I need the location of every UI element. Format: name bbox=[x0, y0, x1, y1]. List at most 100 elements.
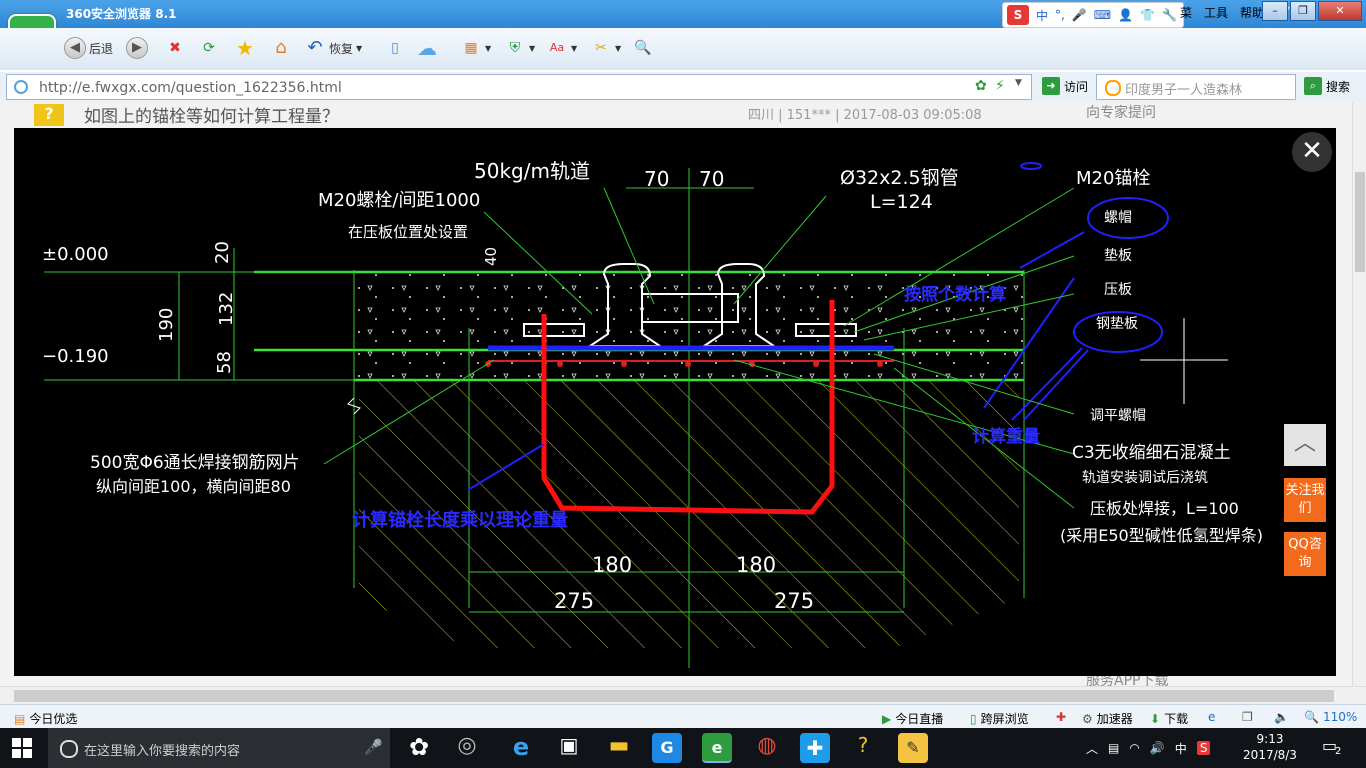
screenshot-button[interactable]: ✂▼ bbox=[590, 36, 621, 60]
accelerator-button[interactable]: ⚙ 加速器 bbox=[1082, 710, 1133, 727]
dim-132: 132 bbox=[216, 292, 237, 326]
download-button[interactable]: ⬇ 下载 bbox=[1150, 710, 1188, 727]
restore-button[interactable]: ↶ 恢复 ▼ bbox=[304, 36, 362, 60]
ask-expert-link[interactable]: 向专家提问 bbox=[1086, 105, 1156, 121]
volume-icon[interactable]: 🔊 bbox=[1149, 741, 1165, 755]
volume-button[interactable]: 🔈 bbox=[1274, 710, 1289, 724]
follow-us-button[interactable]: 关注我们 bbox=[1284, 478, 1326, 522]
go-arrow-icon: ➜ bbox=[1042, 77, 1060, 95]
sogou-tray-icon[interactable]: S bbox=[1196, 741, 1211, 755]
dim-40: 40 bbox=[482, 247, 500, 266]
bolt-note: 在压板位置处设置 bbox=[348, 223, 468, 241]
ie-mode-button[interactable]: e bbox=[1208, 710, 1215, 724]
ime-punct[interactable]: °, bbox=[1055, 8, 1065, 22]
annotation-weight: 计算重量 bbox=[972, 426, 1040, 447]
app-g-icon[interactable]: G bbox=[652, 733, 682, 763]
apps-button[interactable]: ▦▼ bbox=[460, 36, 491, 60]
back-arrow-icon: ◀ bbox=[64, 37, 86, 59]
phone-button[interactable]: ▯ bbox=[384, 36, 406, 60]
start-button-icon[interactable] bbox=[12, 738, 32, 758]
cloud-button[interactable]: ☁ bbox=[416, 36, 438, 60]
zoom-button[interactable]: 🔍 110% bbox=[1304, 710, 1357, 724]
mic-icon[interactable]: 🎤 bbox=[1071, 8, 1087, 22]
back-button[interactable]: ◀ 后退 bbox=[64, 36, 113, 60]
medical-icon: ✚ bbox=[1056, 710, 1067, 724]
tray-expand-icon[interactable]: ︿ bbox=[1086, 741, 1099, 756]
label-level-nut: 调平螺帽 bbox=[1090, 408, 1146, 424]
cortana-icon[interactable]: ◎ bbox=[457, 733, 477, 758]
close-window-button[interactable]: ✕ bbox=[1318, 1, 1362, 21]
find-button[interactable]: 🔍 bbox=[632, 36, 654, 60]
edge-icon[interactable]: e bbox=[512, 733, 530, 761]
back-to-top-button[interactable]: ︿ bbox=[1284, 424, 1326, 466]
close-lightbox-button[interactable]: ✕ bbox=[1292, 132, 1332, 172]
label-mesh: 500宽Φ6通长焊接钢筋网片 bbox=[90, 453, 300, 473]
ime-lang[interactable]: 中 bbox=[1036, 8, 1049, 23]
phone-icon: ▯ bbox=[391, 40, 399, 56]
stop-button[interactable]: ✖ bbox=[164, 36, 186, 60]
live-button[interactable]: ▶ 今日直播 bbox=[882, 710, 943, 727]
minimize-button[interactable]: – bbox=[1262, 1, 1288, 21]
clock-time: 9:13 bbox=[1256, 732, 1284, 746]
ime-toolbar[interactable]: S 中 °, 🎤 ⌨ 👤 👕 🔧 bbox=[1002, 2, 1184, 28]
explorer-icon[interactable]: ▬ bbox=[608, 733, 630, 758]
user-icon[interactable]: 👤 bbox=[1118, 8, 1134, 22]
store-icon[interactable]: ▣ bbox=[559, 733, 579, 757]
menu-item-help[interactable]: 帮助 bbox=[1240, 6, 1265, 20]
restore-label: 恢复 bbox=[329, 41, 354, 56]
windows-button[interactable]: ❐ bbox=[1242, 710, 1253, 724]
browser-360-icon[interactable]: e bbox=[702, 733, 732, 763]
go-button[interactable]: ➜ 访问 bbox=[1042, 77, 1088, 95]
taskbar-search-input[interactable]: 在这里输入你要搜索的内容 bbox=[48, 728, 390, 768]
wrench-icon[interactable]: 🔧 bbox=[1162, 8, 1177, 22]
notes-icon[interactable]: ✎ bbox=[898, 733, 928, 763]
go-label: 访问 bbox=[1064, 79, 1089, 94]
label-weld-note: (采用E50型碱性低氢型焊条) bbox=[1060, 526, 1263, 545]
cross-screen-button[interactable]: ▯ 跨屏浏览 bbox=[970, 710, 1029, 727]
microphone-icon[interactable]: 🎤 bbox=[364, 738, 383, 756]
wifi-icon[interactable]: ◠ bbox=[1129, 741, 1140, 755]
app-help-icon[interactable]: ? bbox=[857, 733, 869, 757]
favorite-button[interactable]: ★ bbox=[234, 36, 256, 60]
daily-picks-button[interactable]: ▤ 今日优选 bbox=[14, 710, 77, 727]
security-button[interactable]: ⛨▼ bbox=[504, 36, 535, 60]
horizontal-scrollbar[interactable] bbox=[0, 686, 1366, 704]
network-icon[interactable]: ▤ bbox=[1108, 741, 1120, 755]
qq-consult-button[interactable]: QQ咨询 bbox=[1284, 532, 1326, 576]
search-input[interactable]: 印度男子一人造森林 bbox=[1096, 74, 1296, 100]
menu-item-view[interactable]: 菜 bbox=[1180, 6, 1193, 20]
url-text[interactable]: http://e.fwxgx.com/question_1622356.html bbox=[39, 80, 342, 96]
daily-picks-label: 今日优选 bbox=[29, 712, 78, 726]
search-button[interactable]: ⌕ 搜索 bbox=[1304, 77, 1350, 95]
tray-lang[interactable]: 中 bbox=[1174, 741, 1187, 756]
chevron-down-icon: ▼ bbox=[615, 43, 622, 53]
address-bar[interactable]: http://e.fwxgx.com/question_1622356.html… bbox=[6, 74, 1032, 100]
translate-button[interactable]: Aa▼ bbox=[546, 36, 577, 60]
notification-icon[interactable]: ▭2 bbox=[1322, 736, 1342, 757]
download-label: 下载 bbox=[1164, 712, 1189, 726]
bookmark-button[interactable]: ✚ bbox=[1056, 710, 1066, 724]
vertical-scrollbar[interactable] bbox=[1352, 102, 1366, 686]
forward-button[interactable]: ▶ bbox=[126, 36, 148, 60]
shirt-icon[interactable]: 👕 bbox=[1140, 8, 1156, 22]
pipe-length: L=124 bbox=[870, 191, 933, 213]
refresh-button[interactable]: ⟳ bbox=[198, 36, 220, 60]
app-download-link[interactable]: 服务APP下载 bbox=[1086, 673, 1169, 689]
url-dropdown-icon[interactable]: ▼ bbox=[1015, 78, 1022, 88]
question-title[interactable]: 如图上的锚栓等如何计算工程量？ bbox=[84, 107, 339, 127]
keyboard-icon[interactable]: ⌨ bbox=[1093, 8, 1112, 22]
status-bar: ▤ 今日优选 ▶ 今日直播 ▯ 跨屏浏览 ✚ ⚙ 加速器 ⬇ 下载 e ❐ 🔈 … bbox=[0, 704, 1366, 728]
app-swirl-icon[interactable]: ◍ bbox=[757, 733, 777, 758]
task-view-icon[interactable]: ✿ bbox=[408, 733, 430, 761]
picks-icon: ▤ bbox=[14, 711, 26, 726]
home-button[interactable]: ⌂ bbox=[270, 36, 292, 60]
vertical-scroll-thumb[interactable] bbox=[1355, 172, 1365, 272]
search-icon: ⌕ bbox=[1304, 77, 1322, 95]
sogou-logo-icon[interactable]: S bbox=[1007, 5, 1029, 25]
menu-item-tools[interactable]: 工具 bbox=[1204, 6, 1229, 20]
horizontal-scroll-thumb[interactable] bbox=[14, 690, 1334, 702]
maximize-button[interactable]: ❐ bbox=[1290, 1, 1316, 21]
app-plus-icon[interactable]: ✚ bbox=[800, 733, 830, 763]
dim-275-right: 275 bbox=[774, 589, 814, 613]
clock[interactable]: 9:13 2017/8/3 bbox=[1240, 731, 1300, 763]
